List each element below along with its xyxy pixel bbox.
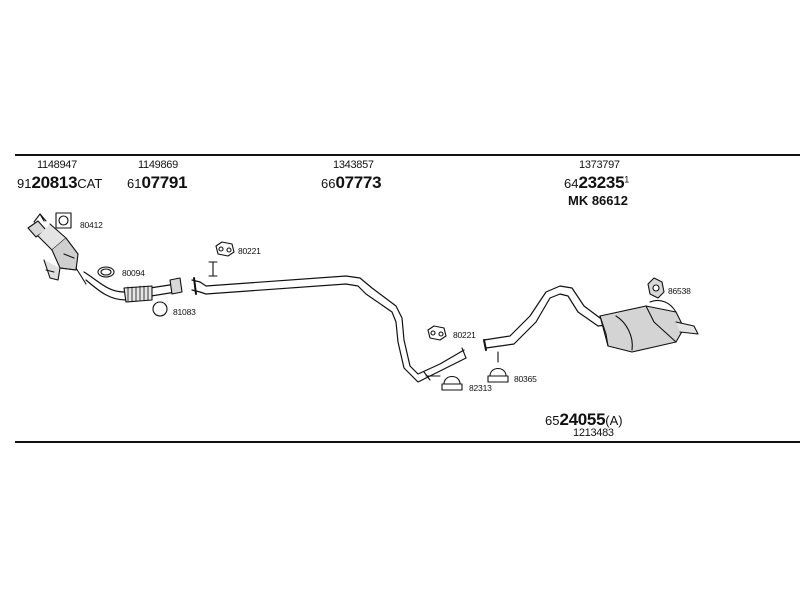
part-ref-4: 1373797 xyxy=(579,159,620,171)
part-ref-2: 1149869 xyxy=(138,159,178,171)
part-ref-3: 1343857 xyxy=(333,159,374,171)
bottom-rule xyxy=(15,441,800,443)
part-ref-5: 1213483 xyxy=(573,427,614,439)
callout-86538: 86538 xyxy=(668,286,691,296)
hanger-80221-a xyxy=(208,241,235,277)
catalytic-converter xyxy=(27,213,79,281)
callout-81083: 81083 xyxy=(173,307,196,317)
clamp-80365 xyxy=(487,351,509,383)
part-number-5: 6524055(A) xyxy=(545,410,623,429)
part-number-1: 9120813CAT xyxy=(17,173,103,192)
callout-80094: 80094 xyxy=(122,268,145,278)
center-pipe xyxy=(191,275,467,383)
part-number-3: 6607773 xyxy=(321,173,382,192)
callout-82313: 82313 xyxy=(469,383,492,393)
rear-silencer xyxy=(599,299,699,353)
gasket-80412 xyxy=(55,212,72,229)
part-number-2: 6107791 xyxy=(127,173,188,192)
callout-80412: 80412 xyxy=(80,220,103,230)
rear-pipe xyxy=(483,285,615,351)
part-number-4: 64232351 xyxy=(564,173,630,192)
gasket-80094 xyxy=(97,266,115,278)
callout-80365: 80365 xyxy=(514,374,537,384)
ring-81083 xyxy=(152,301,168,317)
part-ref-1: 1148947 xyxy=(37,159,77,171)
hanger-80221-b xyxy=(427,325,447,341)
hanger-86538 xyxy=(647,277,665,299)
top-rule xyxy=(15,154,800,156)
front-pipe xyxy=(75,267,183,303)
callout-80221-b: 80221 xyxy=(453,330,476,340)
mk-number: MK 86612 xyxy=(568,193,628,208)
callout-80221-a: 80221 xyxy=(238,246,261,256)
clamp-82313 xyxy=(423,371,463,391)
